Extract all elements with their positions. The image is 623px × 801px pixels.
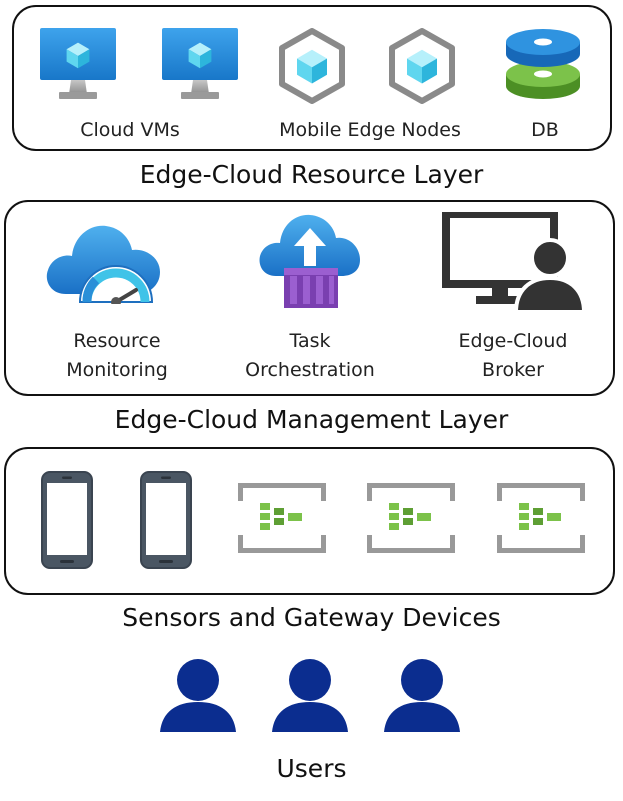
iot-gateway-icon [367, 483, 455, 553]
user-icon [270, 654, 350, 734]
device-layer-box [4, 447, 615, 595]
broker-label-line2: Broker [482, 359, 544, 381]
resource-layer-title: Edge-Cloud Resource Layer [139, 160, 484, 189]
user-icon [158, 654, 238, 734]
task-orchestration-label-line1: Task [289, 330, 331, 352]
mobile-edge-nodes-label: Mobile Edge Nodes [279, 119, 461, 141]
device-layer-title: Sensors and Gateway Devices [122, 603, 501, 632]
users-title: Users [276, 754, 347, 783]
cloud-vm-icon [160, 28, 240, 104]
cloud-vm-icon [38, 28, 118, 104]
resource-monitoring-icon [44, 214, 168, 304]
resource-monitoring-label-line1: Resource [73, 330, 161, 352]
resource-monitoring-label-line2: Monitoring [66, 359, 168, 381]
iot-gateway-icon [497, 483, 585, 553]
user-icon [382, 654, 462, 734]
edge-cloud-broker-icon [442, 212, 584, 314]
task-orchestration-icon [258, 210, 362, 310]
smartphone-icon [139, 470, 193, 570]
db-label: DB [531, 119, 559, 141]
cloud-vms-label: Cloud VMs [80, 119, 180, 141]
mobile-edge-node-icon [278, 28, 346, 104]
broker-label-line1: Edge-Cloud [458, 330, 568, 352]
mobile-edge-node-icon [388, 28, 456, 104]
smartphone-icon [40, 470, 94, 570]
management-layer-title: Edge-Cloud Management Layer [114, 405, 509, 434]
task-orchestration-label-line2: Orchestration [245, 359, 375, 381]
database-icon [502, 24, 584, 104]
iot-gateway-icon [238, 483, 326, 553]
